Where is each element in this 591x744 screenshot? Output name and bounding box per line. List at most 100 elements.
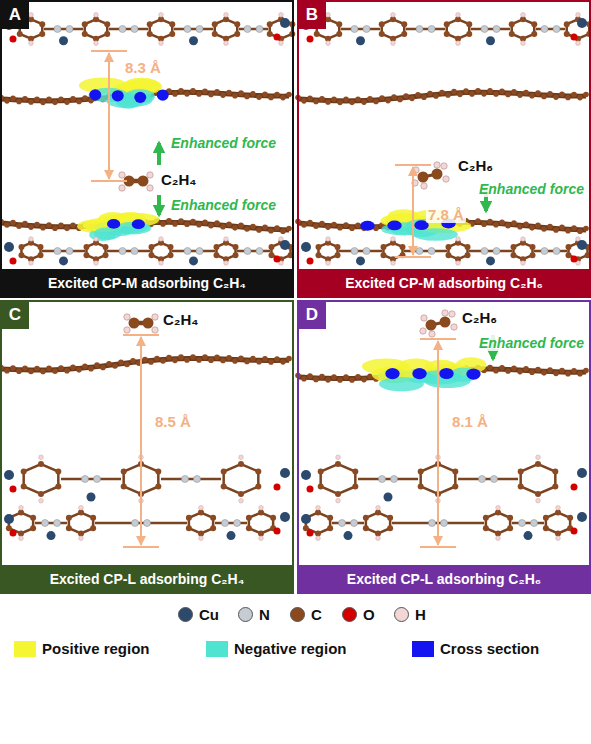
- panel-letter: D: [298, 301, 326, 329]
- framework-structure: [326, 41, 331, 46]
- framework-structure: [316, 505, 321, 510]
- graphene-sheet: [172, 221, 178, 227]
- framework-structure: [307, 486, 314, 493]
- framework-structure: [315, 244, 321, 250]
- graphene-sheet: [565, 95, 571, 101]
- framework-structure: [104, 31, 110, 37]
- framework-structure: [4, 505, 290, 540]
- panel-illustration: [295, 301, 590, 593]
- panel-letter: B: [298, 1, 326, 29]
- graphene-sheet: [481, 91, 487, 97]
- graphene-sheet: [4, 222, 10, 228]
- graphene-sheet: [70, 222, 76, 228]
- framework-structure: [222, 520, 229, 527]
- framework-structure: [465, 244, 471, 250]
- graphene-sheet: [445, 92, 451, 98]
- force-label: Enhanced force: [169, 135, 278, 151]
- framework-structure: [536, 455, 541, 460]
- graphene-sheet: [172, 358, 178, 364]
- framework-structure: [307, 530, 314, 537]
- framework-structure: [326, 237, 331, 242]
- panel-background: [298, 1, 590, 297]
- framework-structure: [577, 468, 587, 478]
- framework-structure: [237, 250, 270, 253]
- framework-structure: [159, 261, 164, 266]
- charge-density: [107, 219, 120, 229]
- molecule-label: C₂H₆: [456, 157, 495, 174]
- framework-structure: [469, 250, 512, 253]
- graphene-sheet: [64, 368, 70, 374]
- framework-structure: [4, 514, 14, 524]
- molecule-label: C₂H₄: [159, 171, 198, 188]
- framework-structure: [356, 36, 365, 45]
- framework-structure: [391, 476, 398, 483]
- framework-structure: [39, 498, 44, 503]
- graphene-sheet: [307, 95, 313, 101]
- legend-entry: H: [394, 606, 426, 623]
- framework-structure: [186, 515, 192, 521]
- framework-structure: [521, 261, 526, 266]
- framework-structure: [10, 530, 17, 537]
- molecule-label: C₂H₄: [161, 311, 200, 328]
- framework-structure: [199, 505, 204, 510]
- force-label: Enhanced force: [477, 181, 586, 197]
- legend-text: Cross section: [440, 640, 539, 657]
- framework-structure: [524, 531, 533, 540]
- distance-arrow: [437, 341, 439, 545]
- distance-arrow: [123, 546, 159, 548]
- framework-structure: [38, 252, 44, 258]
- charge-density: [412, 368, 426, 379]
- framework-structure: [375, 531, 381, 537]
- ethylene-molecule: [147, 172, 153, 178]
- panel-title: Excited CP-M adsorbing C₂H₆: [345, 275, 543, 291]
- distance-arrow: [140, 337, 142, 545]
- graphene-sheet: [280, 228, 286, 234]
- graphene-sheet: [355, 374, 361, 380]
- panel-title-band: Excited CP-M adsorbing C₂H₆: [299, 269, 589, 296]
- framework-structure: [280, 468, 290, 478]
- framework-structure: [279, 41, 284, 46]
- framework-structure: [4, 455, 290, 503]
- graphene-sheet: [337, 377, 343, 383]
- framework-structure: [94, 476, 101, 483]
- framework-structure: [577, 18, 587, 28]
- graphene-sheet: [313, 223, 319, 229]
- framework-structure: [38, 461, 44, 467]
- graphene-sheet: [274, 356, 280, 362]
- framework-structure: [55, 484, 61, 490]
- graphene-sheet: [379, 95, 385, 101]
- ethane-molecule: [442, 310, 448, 316]
- framework-structure: [301, 242, 311, 252]
- framework-structure: [212, 31, 218, 37]
- framework-structure: [564, 21, 570, 27]
- framework-structure: [336, 455, 341, 460]
- framework-structure: [553, 248, 560, 255]
- framework-structure: [82, 476, 89, 483]
- framework-structure: [576, 41, 581, 46]
- framework-structure: [307, 36, 314, 43]
- framework-structure: [577, 240, 587, 250]
- framework-structure: [66, 515, 72, 521]
- graphene-sheet: [178, 88, 184, 94]
- panel-title-band: Excited CP-L adsorbing C₂H₄: [2, 565, 292, 592]
- framework-structure: [19, 536, 24, 541]
- framework-structure: [466, 31, 472, 37]
- framework-structure: [536, 28, 565, 31]
- graphene-sheet: [220, 358, 226, 364]
- framework-structure: [255, 484, 261, 490]
- legend-entry: Cross section: [412, 640, 539, 657]
- framework-structure: [486, 513, 510, 534]
- framework-structure: [335, 252, 341, 258]
- graphene-sheet: [10, 220, 16, 226]
- panel-title: Excited CP-M adsorbing C₂H₄: [48, 275, 246, 291]
- graphene-sheet: [529, 225, 535, 231]
- graphene-sheet: [184, 357, 190, 363]
- framework-structure: [221, 469, 227, 475]
- framework-structure: [481, 26, 488, 33]
- graphene-sheet: [52, 225, 58, 231]
- framework-structure: [189, 513, 213, 534]
- ethane-molecule: [421, 183, 427, 189]
- graphene-sheet: [112, 363, 118, 369]
- graphene-sheet: [577, 371, 583, 377]
- framework-structure: [274, 34, 281, 41]
